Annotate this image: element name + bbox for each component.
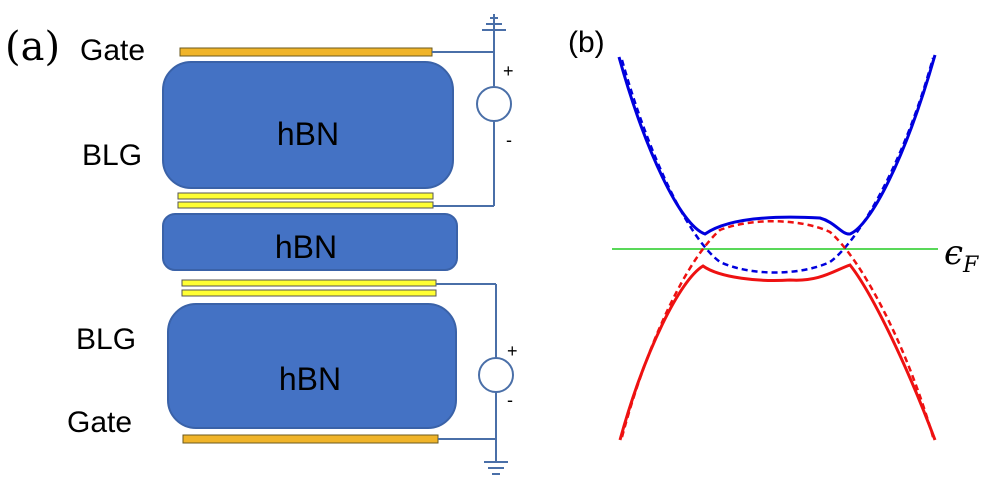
hbn-bottom-label: hBN xyxy=(279,361,341,397)
blg-top-layer-2 xyxy=(177,201,434,209)
blg-bottom-label: BLG xyxy=(76,323,136,356)
top-circuit xyxy=(432,30,495,207)
hbn-bottom-box xyxy=(167,303,457,429)
top-ground-icon xyxy=(482,14,506,31)
top-source-minus: - xyxy=(506,130,512,150)
bottom-source-plus: + xyxy=(507,341,518,361)
top-gate-electrode xyxy=(179,47,433,57)
panel-b-tag: (b) xyxy=(568,26,605,59)
gate-bottom-label: Gate xyxy=(67,406,132,439)
bottom-voltage-source-icon xyxy=(478,357,514,393)
top-voltage-source-icon xyxy=(476,86,512,122)
panel-a: (a) Gate BLG BLG Gate hBN hBN hBN xyxy=(5,14,518,475)
bottom-circuit xyxy=(436,283,497,462)
bottom-source-minus: - xyxy=(507,390,513,410)
hbn-middle-box xyxy=(162,213,458,271)
upper-band-solid xyxy=(617,54,937,236)
top-source-plus: + xyxy=(503,61,514,81)
upper-band-dashed xyxy=(620,57,935,274)
bottom-gate-electrode xyxy=(182,434,439,444)
blg-top-label: BLG xyxy=(82,139,142,172)
gate-top-label: Gate xyxy=(80,34,145,67)
fermi-level-label: ϵF xyxy=(944,233,979,278)
panel-b: (b) ϵF xyxy=(568,26,979,441)
hbn-top-label: hBN xyxy=(277,116,339,152)
lower-band-dashed xyxy=(620,220,935,438)
panel-a-tag: (a) xyxy=(5,24,60,70)
lower-band-solid xyxy=(618,263,937,441)
bottom-ground-icon xyxy=(484,461,508,475)
blg-top-layer-1 xyxy=(177,192,434,200)
blg-bottom-layer-1 xyxy=(181,279,437,287)
blg-bottom-layer-2 xyxy=(181,289,437,297)
hbn-middle-label: hBN xyxy=(275,229,337,265)
hbn-top-box xyxy=(162,61,454,189)
